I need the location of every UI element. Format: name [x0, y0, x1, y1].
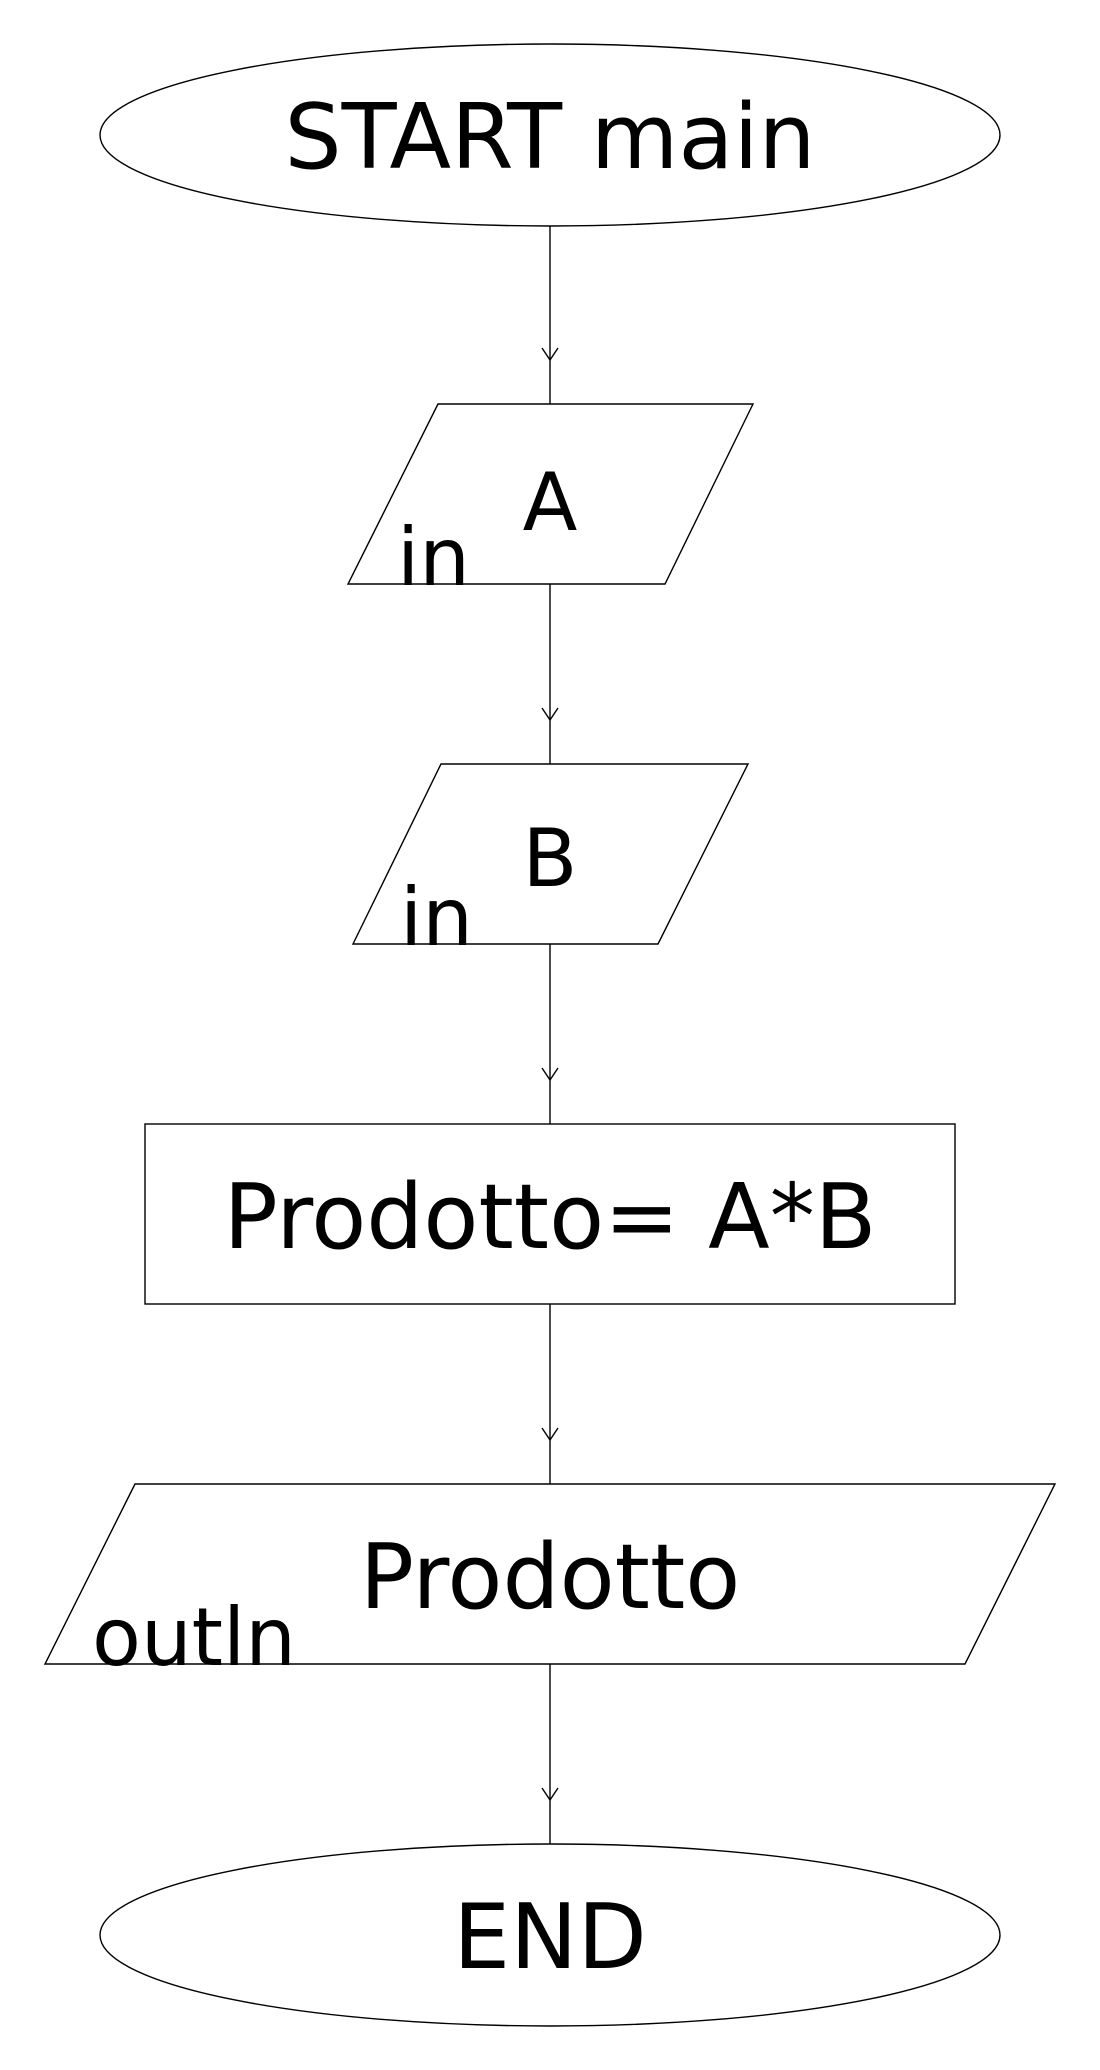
input-a-node: in A: [346, 403, 755, 604]
edge-output-to-end: [541, 1664, 559, 1844]
output-parallelogram: [43, 1483, 1057, 1665]
input-a-parallelogram: [346, 403, 755, 585]
input-b-node: in B: [351, 763, 750, 964]
start-node: START main: [99, 43, 1001, 227]
input-a-keyword: in: [397, 511, 470, 604]
output-keyword: outln: [92, 1591, 296, 1684]
input-a-variable: A: [523, 456, 578, 549]
process-rectangle: [144, 1123, 956, 1305]
process-label: Prodotto= A*B: [224, 1165, 877, 1270]
edge-start-to-input-a: [541, 226, 559, 404]
process-node: Prodotto= A*B: [144, 1123, 956, 1305]
input-b-keyword: in: [400, 871, 473, 964]
end-terminal-shape: [99, 1843, 1001, 2027]
output-node: outln Prodotto: [43, 1483, 1057, 1684]
end-node: END: [99, 1843, 1001, 2027]
input-b-parallelogram: [351, 763, 750, 945]
input-b-variable: B: [523, 812, 578, 905]
start-label: START main: [284, 85, 815, 190]
edge-process-to-output: [541, 1304, 559, 1484]
start-terminal-shape: [99, 43, 1001, 227]
end-label: END: [453, 1885, 647, 1990]
edge-input-b-to-process: [541, 944, 559, 1124]
edge-input-a-to-input-b: [541, 584, 559, 764]
output-variable: Prodotto: [360, 1525, 741, 1630]
